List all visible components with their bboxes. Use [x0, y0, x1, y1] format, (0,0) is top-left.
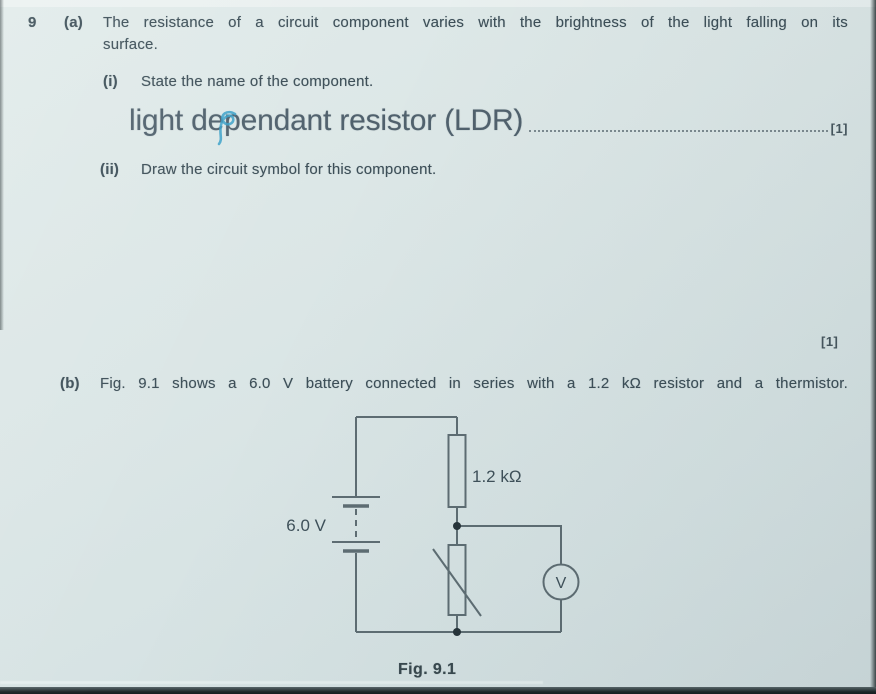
battery-label: 6.0 V: [286, 516, 326, 535]
answer-text: light dependant resistor (LDR): [129, 104, 524, 137]
thermistor-body: [447, 544, 467, 616]
voltmeter-label: V: [556, 575, 567, 592]
junction-dot-top: [453, 522, 461, 530]
voltmeter-symbol: V: [542, 563, 580, 601]
part-a-text-line2: surface.: [103, 36, 158, 53]
part-i-marks: [1]: [830, 121, 848, 136]
figure-caption: Fig. 9.1: [398, 661, 457, 678]
part-i-label: (i): [103, 73, 118, 90]
thermistor-diagonal: [432, 548, 482, 617]
part-ii-marks: [1]: [821, 334, 839, 349]
part-ii-prompt: Draw the circuit symbol for this compone…: [141, 161, 437, 178]
part-a-text-line1: The resistance of a circuit component va…: [103, 14, 848, 31]
paper-bottom-edge: [0, 681, 544, 684]
junction-dot-bottom: [453, 628, 461, 636]
photo-edge-bottom: [0, 687, 876, 694]
circuit-diagram: 6.0 V 1.2 kΩ V: [286, 416, 580, 636]
voltmeter-circle: [542, 563, 580, 601]
photo-edge-left: [0, 0, 4, 330]
thermistor-symbol: [432, 544, 482, 617]
question-number: 9: [28, 14, 37, 31]
part-ii-label: (ii): [100, 161, 120, 178]
battery-symbol: [332, 496, 380, 553]
part-b-label: (b): [60, 375, 80, 392]
photo-edge-right: [870, 0, 876, 694]
dotted-answer-line: [529, 130, 828, 132]
part-b-text: Fig. 9.1 shows a 6.0 V battery connected…: [100, 375, 848, 392]
resistor-symbol: [447, 434, 467, 508]
photo-top-highlight: [0, 0, 876, 7]
part-a-label: (a): [64, 14, 83, 31]
wire-voltmeter-top: [457, 525, 562, 565]
part-i-prompt: State the name of the component.: [141, 73, 374, 90]
answer-line: light dependant resistor (LDR) [1]: [129, 102, 848, 140]
resistor-label: 1.2 kΩ: [472, 467, 522, 486]
